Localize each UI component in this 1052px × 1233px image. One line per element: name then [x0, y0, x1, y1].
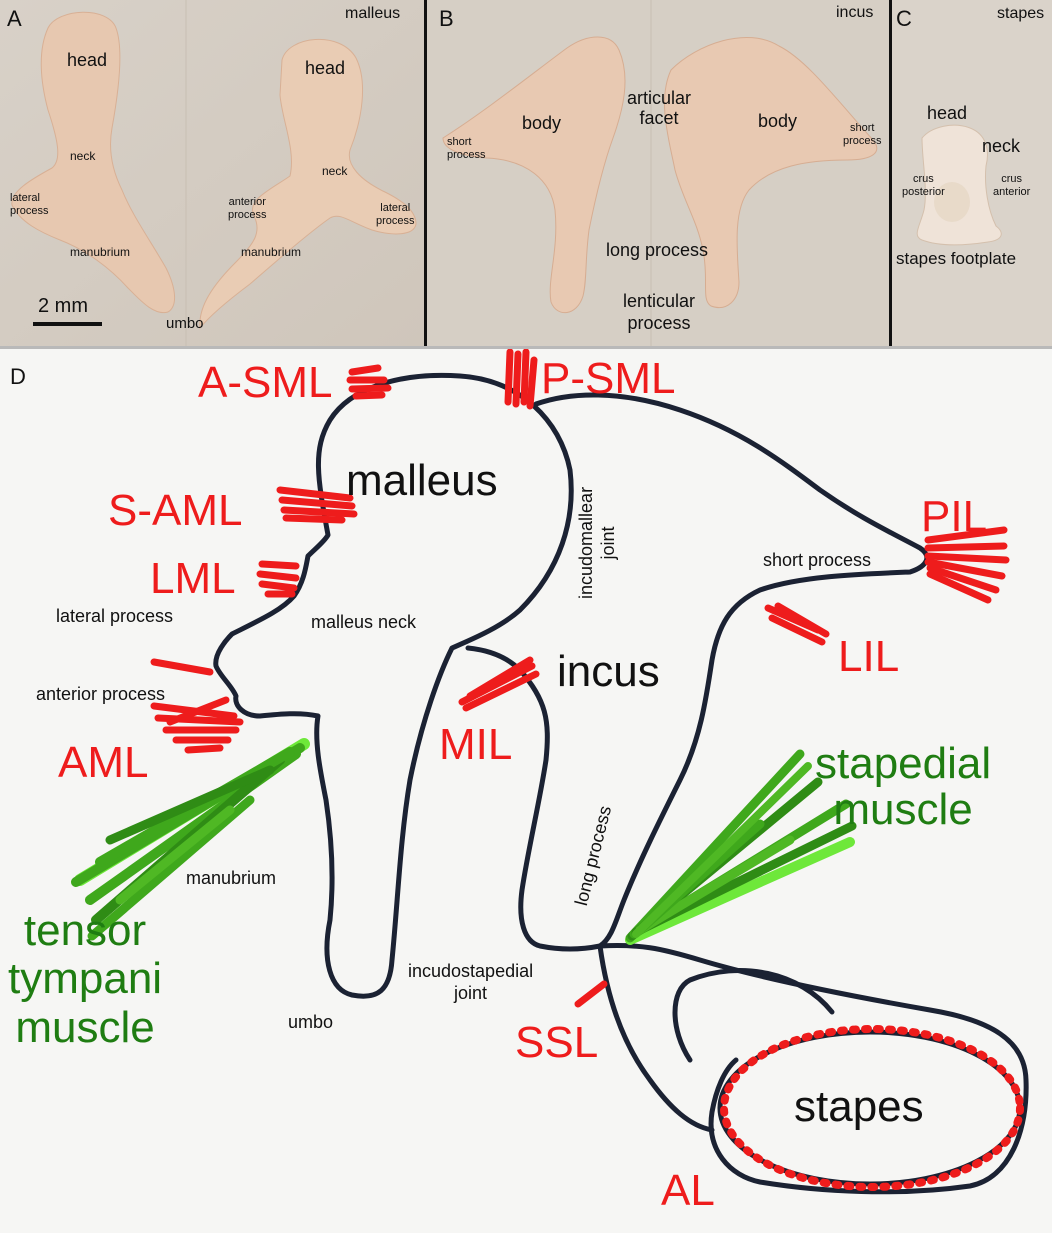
- panel-d-diagram: D malleus incus stapes incudomallear joi…: [0, 349, 1052, 1233]
- label-malleus-neck: malleus neck: [311, 612, 417, 632]
- panel-c-title: stapes: [997, 5, 1045, 22]
- panel-b-title: incus: [836, 4, 874, 21]
- label-tensor-tympani-muscle: tensor tympani muscle: [8, 906, 163, 1052]
- label-aml: AML: [58, 738, 149, 787]
- label-s-aml: S-AML: [108, 486, 243, 535]
- incus-outline: [465, 392, 930, 952]
- lil-ligament: [764, 602, 830, 646]
- p-sml-ligament: [504, 349, 538, 410]
- pil-ligament: [924, 526, 1010, 604]
- panel-a-malleus: A malleus head head neck neck lateral pr…: [0, 0, 424, 346]
- label-lenticular-process: lenticular process: [623, 291, 696, 333]
- label-al: AL: [661, 1166, 715, 1215]
- incus-specimen-right: [664, 37, 878, 308]
- label-head-right: head: [305, 58, 346, 78]
- stapes-photo: [892, 0, 1052, 346]
- ssl-ligament: [574, 980, 608, 1008]
- label-umbo-photo: umbo: [166, 315, 204, 332]
- scale-bar: [33, 322, 102, 326]
- label-anterior-process: anterior process: [36, 684, 166, 704]
- label-crus-anterior: crus anterior: [993, 173, 1031, 198]
- label-incudostapedial-joint: incudostapedial joint: [408, 961, 534, 1003]
- label-p-sml: P-SML: [541, 354, 676, 403]
- scale-bar-label: 2 mm: [38, 295, 88, 317]
- malleus-photo: [0, 0, 424, 346]
- lml-ligament: [256, 560, 300, 598]
- label-lml: LML: [150, 554, 236, 603]
- label-stapes-footplate: stapes footplate: [896, 249, 1017, 268]
- label-stapes-neck: neck: [982, 136, 1021, 156]
- label-body-right: body: [758, 111, 798, 131]
- label-manubrium-right: manubrium: [241, 245, 302, 259]
- label-short-process-left: short process: [447, 136, 486, 161]
- panel-letter-c: C: [896, 6, 912, 31]
- label-a-sml: A-SML: [198, 358, 333, 407]
- label-neck-right: neck: [322, 164, 348, 178]
- label-malleus: malleus: [346, 456, 498, 505]
- panel-letter-a: A: [7, 6, 22, 31]
- label-short-process: short process: [763, 550, 872, 570]
- panel-a-title: malleus: [345, 5, 401, 22]
- mil-ligament: [458, 656, 540, 712]
- annular-ligament: [720, 1025, 1024, 1191]
- label-lateral-process-left: lateral process: [10, 192, 49, 217]
- stapes-outline: [597, 943, 1029, 1195]
- panel-letter-d: D: [10, 364, 26, 389]
- malleus-outline: [213, 372, 574, 999]
- label-umbo: umbo: [288, 1012, 334, 1032]
- label-manubrium: manubrium: [186, 868, 277, 888]
- malleus-specimen-left: [11, 11, 175, 314]
- label-stapes: stapes: [794, 1082, 924, 1131]
- divider-bc: [889, 0, 892, 346]
- label-articular-facet: articular facet: [627, 88, 692, 128]
- label-manubrium-left: manubrium: [70, 245, 131, 259]
- label-neck-left: neck: [70, 149, 96, 163]
- label-mil: MIL: [439, 720, 513, 769]
- divider-ab: [424, 0, 427, 346]
- panel-b-incus: B incus short process body articular fac…: [427, 0, 889, 346]
- tensor-tympani-muscle: [71, 738, 310, 941]
- label-lateral-process-right: lateral process: [376, 202, 415, 227]
- stapes-crus-posterior: [597, 943, 715, 1133]
- label-ssl: SSL: [515, 1018, 599, 1067]
- label-body-left: body: [522, 113, 562, 133]
- malleus-specimen-right: [199, 38, 417, 330]
- label-stapedial-muscle: stapedial muscle: [815, 739, 992, 835]
- incus-photo: [427, 0, 889, 346]
- a-sml-ligament: [346, 364, 392, 400]
- divider-top-bottom: [0, 346, 1052, 349]
- ossicle-diagram: [71, 349, 1029, 1195]
- stapes-crus-anterior: [672, 968, 835, 1063]
- label-lil: LIL: [838, 632, 900, 681]
- label-stapes-head: head: [927, 103, 968, 123]
- label-head-left: head: [67, 50, 108, 70]
- label-short-process-right: short process: [843, 122, 882, 147]
- panel-letter-b: B: [439, 6, 454, 31]
- label-incudomallear-joint: incudomallear joint: [576, 486, 618, 599]
- incus-specimen-left: [442, 36, 626, 313]
- stapedial-muscle: [625, 749, 857, 945]
- label-pil: PIL: [921, 492, 988, 541]
- label-lateral-process: lateral process: [56, 606, 174, 626]
- label-anterior-process: anterior process: [228, 196, 267, 221]
- label-incus: incus: [557, 647, 660, 696]
- panel-c-stapes: C stapes head neck crus posterior crus a…: [892, 0, 1052, 346]
- s-aml-ligament: [276, 486, 358, 524]
- label-long-process-photo: long process: [606, 240, 709, 260]
- label-crus-posterior: crus posterior: [902, 173, 945, 198]
- aml-ligament: [150, 658, 244, 754]
